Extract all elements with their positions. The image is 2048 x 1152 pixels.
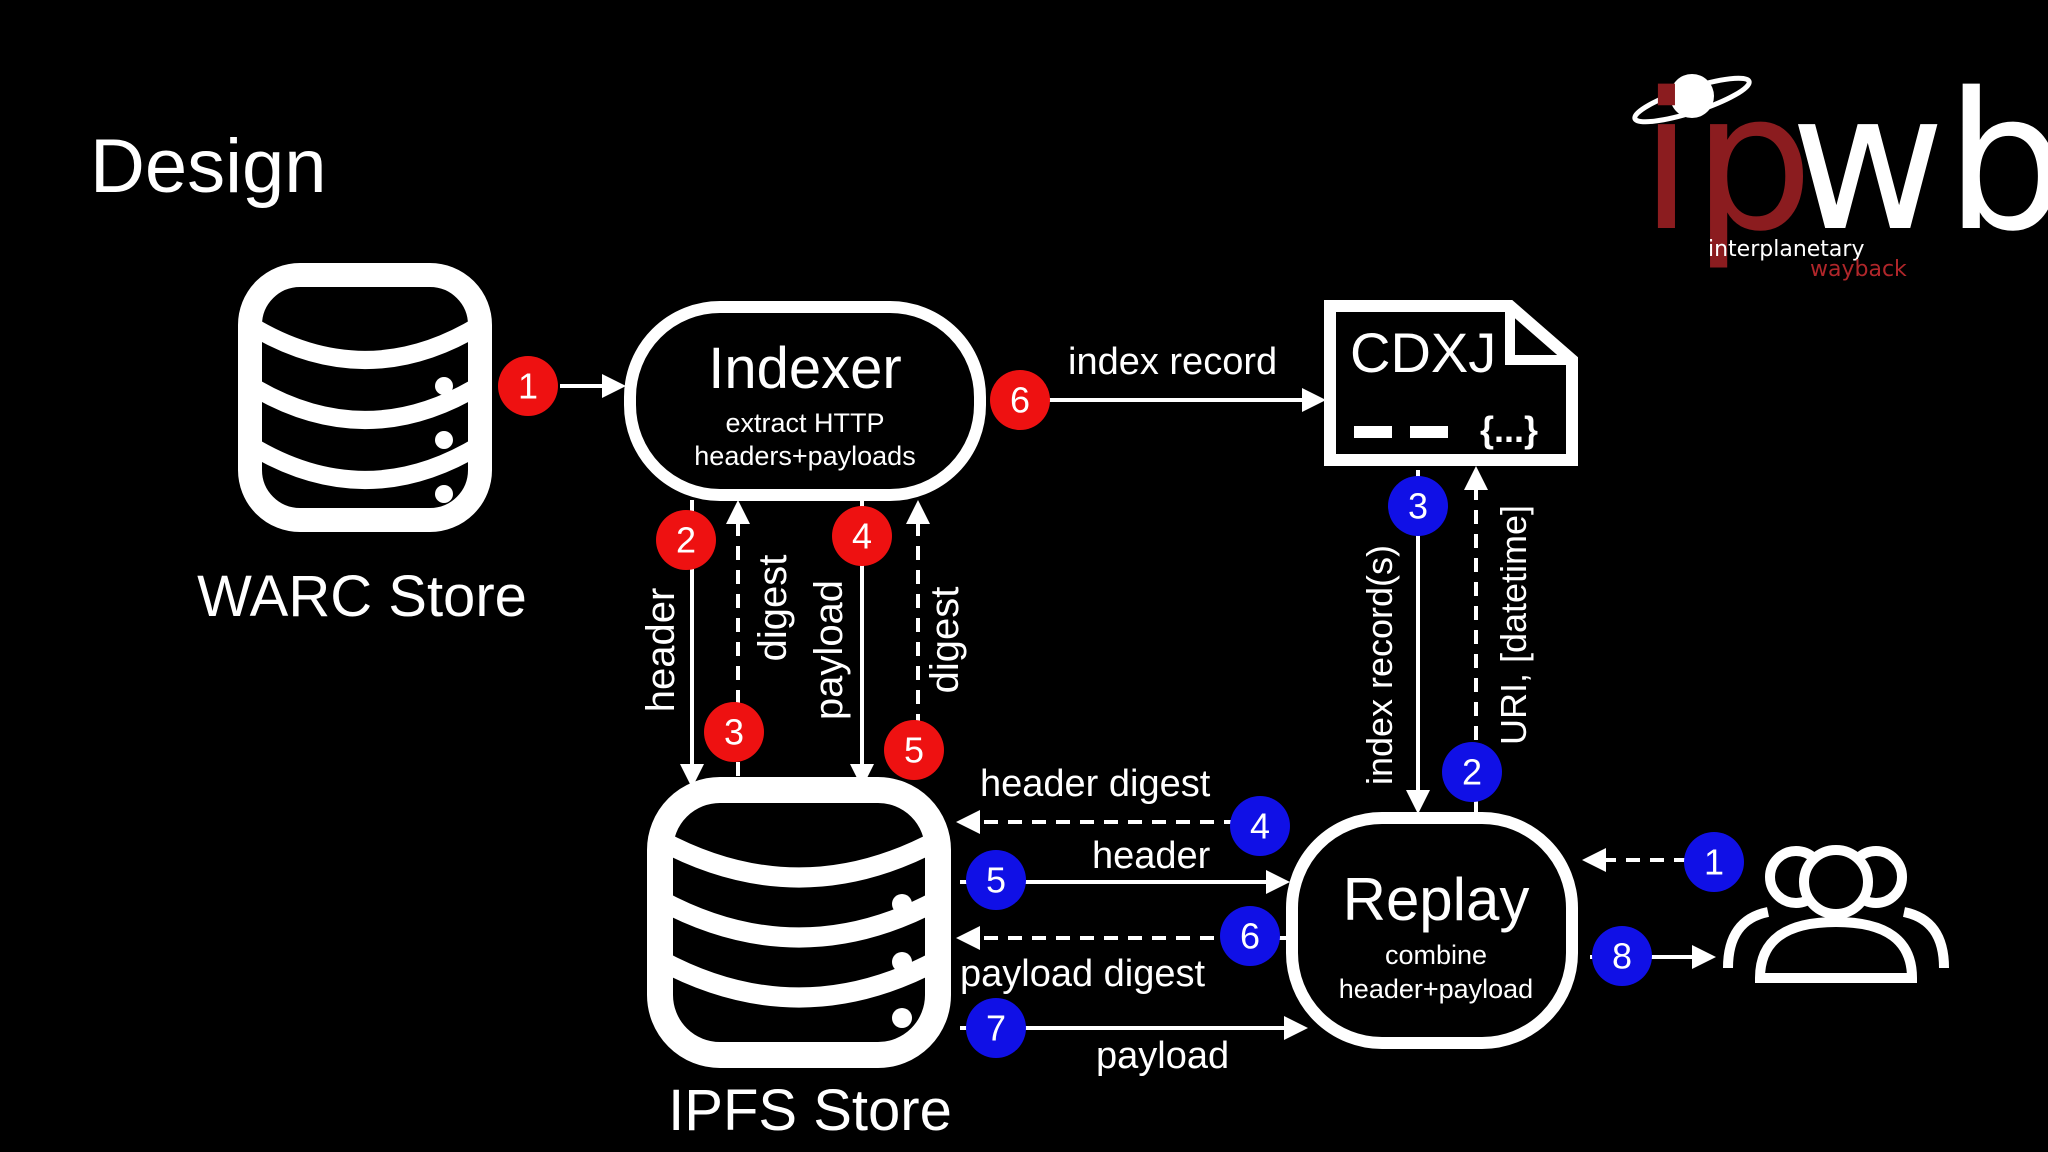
badge-index-2: 2 bbox=[656, 510, 716, 570]
logo-wb: wb bbox=[1790, 52, 2048, 273]
badge-index-4: 4 bbox=[832, 506, 892, 566]
badge-replay-8: 8 bbox=[1592, 926, 1652, 986]
indexer-title: Indexer bbox=[708, 336, 901, 401]
logo-word-wayback: wayback bbox=[1810, 257, 1907, 282]
cdxj-snippet: {...} bbox=[1480, 409, 1538, 450]
svg-text:5: 5 bbox=[986, 860, 1006, 901]
indexer-node: Indexer extract HTTP headers+payloads bbox=[624, 301, 986, 501]
logo-word-interplanetary: interplanetary bbox=[1708, 237, 1864, 262]
warc-store-icon bbox=[238, 263, 492, 532]
svg-text:6: 6 bbox=[1240, 916, 1260, 957]
svg-text:6: 6 bbox=[1010, 380, 1030, 421]
label-index-record: index record bbox=[1068, 341, 1277, 383]
indexer-line1: extract HTTP bbox=[725, 408, 884, 438]
replay-line2: header+payload bbox=[1339, 974, 1533, 1004]
label-uri-datetime: URI, [datetime] bbox=[1493, 505, 1534, 745]
badge-replay-6: 6 bbox=[1220, 906, 1280, 966]
badge-replay-1: 1 bbox=[1684, 832, 1744, 892]
badge-index-6: 6 bbox=[990, 370, 1050, 430]
cdxj-document: CDXJ {...} bbox=[1324, 300, 1578, 466]
badge-index-1: 1 bbox=[498, 356, 558, 416]
label-header-digest: header digest bbox=[980, 763, 1211, 805]
slide-title: Design bbox=[90, 124, 327, 209]
badge-index-3: 3 bbox=[704, 702, 764, 762]
indexer-line2: headers+payloads bbox=[694, 441, 915, 471]
replay-line1: combine bbox=[1385, 940, 1487, 970]
label-digest-b: digest bbox=[923, 587, 967, 694]
planet-icon bbox=[1632, 74, 1752, 125]
badge-replay-5: 5 bbox=[966, 850, 1026, 910]
label-header-vertical: header bbox=[639, 588, 683, 713]
svg-text:2: 2 bbox=[1462, 752, 1482, 793]
svg-text:3: 3 bbox=[724, 712, 744, 753]
replay-title: Replay bbox=[1343, 866, 1530, 933]
ipfs-store-icon bbox=[647, 777, 951, 1068]
svg-text:2: 2 bbox=[676, 520, 696, 561]
badge-replay-3: 3 bbox=[1388, 476, 1448, 536]
svg-text:4: 4 bbox=[852, 516, 872, 557]
label-index-records: index record(s) bbox=[1359, 545, 1400, 785]
svg-text:1: 1 bbox=[518, 366, 538, 407]
svg-text:7: 7 bbox=[986, 1008, 1006, 1049]
label-payload-horizontal: payload bbox=[1096, 1035, 1229, 1077]
ipwb-logo: ip wb interplanetary wayback bbox=[1632, 52, 2048, 282]
badge-replay-4: 4 bbox=[1230, 796, 1290, 856]
svg-text:5: 5 bbox=[904, 730, 924, 771]
warc-store-label: WARC Store bbox=[197, 564, 527, 629]
badge-replay-2: 2 bbox=[1442, 742, 1502, 802]
svg-text:1: 1 bbox=[1704, 842, 1724, 883]
label-header-horizontal: header bbox=[1092, 835, 1211, 877]
replay-node: Replay combine header+payload bbox=[1286, 812, 1578, 1049]
users-icon bbox=[1723, 845, 1949, 983]
svg-text:4: 4 bbox=[1250, 806, 1270, 847]
svg-text:3: 3 bbox=[1408, 486, 1428, 527]
label-payload-digest: payload digest bbox=[960, 953, 1206, 995]
label-payload-vertical: payload bbox=[807, 580, 851, 720]
label-digest-a: digest bbox=[751, 555, 795, 662]
logo-ip: ip bbox=[1640, 52, 1813, 273]
svg-text:8: 8 bbox=[1612, 936, 1632, 977]
badge-replay-7: 7 bbox=[966, 998, 1026, 1058]
badge-index-5: 5 bbox=[884, 720, 944, 780]
ipfs-store-label: IPFS Store bbox=[668, 1078, 952, 1143]
cdxj-title: CDXJ bbox=[1350, 321, 1496, 384]
